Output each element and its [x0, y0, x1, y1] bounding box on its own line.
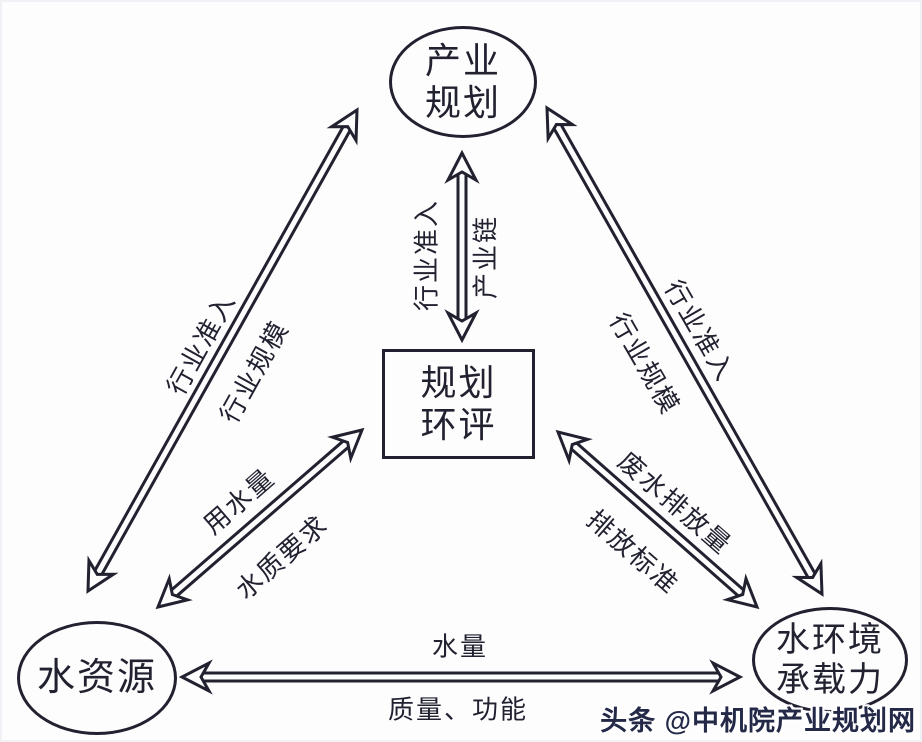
edge-label-quality-function: 质量、功能 [387, 694, 529, 725]
arrow-industry-capacity [545, 105, 824, 597]
node-water-resources: 水资源 [17, 621, 177, 735]
edge-label-vertical-industry-chain: 产业链 [470, 214, 501, 300]
edge-label-vertical-industry-access: 行业准入 [411, 198, 442, 312]
node-industry-planning: 产业 规划 [389, 26, 537, 138]
node-industry-planning-line2: 规划 [424, 82, 501, 123]
arrow-capacity-eia [555, 429, 760, 610]
edge-label-water-amount: 水量 [431, 631, 489, 662]
node-planning-eia-line1: 规划 [420, 361, 497, 403]
node-water-resources-label: 水资源 [36, 656, 157, 699]
watermark-toutiao: 头条 @中机院产业规划网 [600, 706, 916, 736]
node-water-capacity: 水环境 承载力 [752, 607, 908, 713]
arrow-water-capacity [178, 659, 744, 695]
node-water-capacity-line2: 承载力 [776, 661, 884, 699]
arrow-industry-eia [444, 149, 480, 344]
node-industry-planning-line1: 产业 [424, 39, 501, 81]
node-water-capacity-line1: 水环境 [776, 620, 884, 659]
arrow-water-eia [155, 427, 365, 610]
arrow-water-industry [86, 107, 359, 594]
node-planning-eia: 规划 环评 [382, 349, 535, 459]
node-planning-eia-line2: 环评 [420, 404, 497, 445]
